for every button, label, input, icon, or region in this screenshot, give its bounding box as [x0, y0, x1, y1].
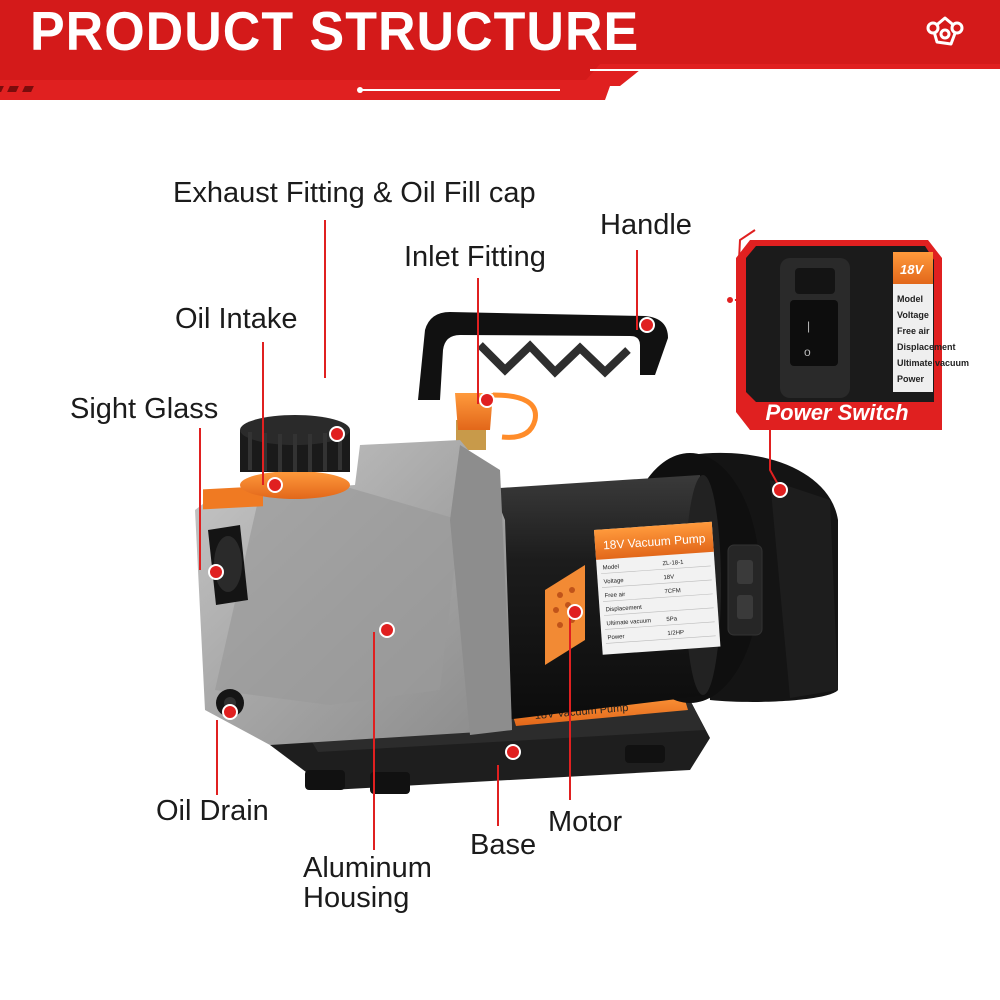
inset-row-label: Voltage — [897, 310, 929, 320]
spec-row-key: Ultimate vacuum — [606, 618, 651, 627]
header-background — [0, 0, 1000, 100]
spec-row-divider — [602, 579, 712, 588]
spec-row-key: Power — [607, 634, 624, 641]
motor-body: 18V Vacuum Pump ModelZL-18-1Voltage18VFr… — [500, 475, 721, 720]
aluminum-housing — [195, 440, 512, 745]
inset-label-voltage: 18V — [900, 262, 924, 277]
inset-row-label: Free air — [897, 326, 930, 336]
callout-motor: Motor — [548, 806, 623, 838]
spec-row-divider — [605, 635, 716, 644]
spec-row-value: 1/2HP — [667, 630, 684, 637]
carry-handle — [418, 312, 668, 400]
network-nodes-icon — [926, 16, 964, 46]
callout-aluminum-housing: Aluminum Housing — [303, 852, 432, 915]
callout-exhaust-fitting: Exhaust Fitting & Oil Fill cap — [173, 177, 536, 209]
spec-row-key: Displacement — [605, 605, 642, 614]
spec-row-divider — [602, 593, 713, 602]
callout-handle: Handle — [600, 209, 692, 241]
inlet-fitting — [455, 392, 538, 450]
power-switch-caption: Power Switch — [765, 400, 909, 425]
spec-row-key: Voltage — [603, 578, 624, 585]
callout-inlet-fitting: Inlet Fitting — [404, 241, 546, 273]
page-title: PRODUCT STRUCTURE — [30, 1, 640, 63]
oil-intake-cap — [240, 415, 350, 499]
inset-row-label: Power — [897, 374, 925, 384]
spec-row-value: 7CFM — [664, 588, 681, 595]
header-banner: PRODUCT STRUCTURE — [0, 0, 1000, 100]
callout-sight-glass: Sight Glass — [70, 393, 219, 425]
spec-row-value: 18V — [663, 575, 674, 582]
spec-row-key: Model — [602, 564, 619, 571]
spec-label: 18V Vacuum Pump ModelZL-18-1Voltage18VFr… — [594, 521, 721, 655]
inset-row-label: Model — [897, 294, 923, 304]
switch-off-mark: o — [804, 345, 811, 359]
inset-row-label: Displacement — [897, 342, 956, 352]
spec-row-divider — [601, 565, 711, 574]
spec-row-key: Free air — [604, 592, 625, 599]
inset-row-label: Ultimate vacuum — [897, 358, 969, 368]
callout-markers — [208, 295, 788, 760]
spec-row-divider — [604, 621, 715, 630]
callout-oil-intake: Oil Intake — [175, 303, 298, 335]
callout-oil-drain: Oil Drain — [156, 795, 269, 827]
spec-row-value: ZL-18-1 — [662, 560, 684, 567]
switch-on-mark: | — [807, 319, 810, 333]
spec-row-value: 5Pa — [666, 616, 678, 623]
callout-base: Base — [470, 829, 537, 861]
spec-row-divider — [603, 607, 714, 616]
